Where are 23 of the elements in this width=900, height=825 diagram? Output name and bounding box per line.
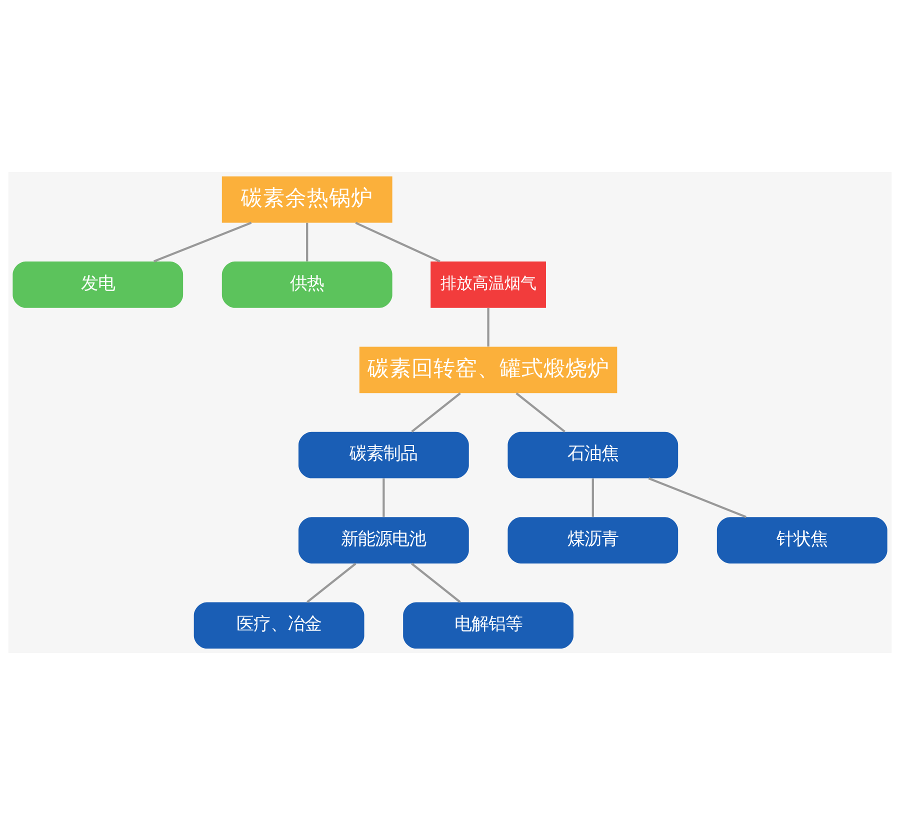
connector xyxy=(592,478,594,517)
connector xyxy=(411,562,461,603)
connector xyxy=(355,222,440,262)
node-box: 医疗、冶金 xyxy=(194,602,364,649)
node-box: 碳素余热锅炉 xyxy=(222,176,392,223)
connector xyxy=(306,562,356,603)
node-box: 发电 xyxy=(12,262,184,308)
connector xyxy=(153,222,252,262)
node-box: 电解铝等 xyxy=(403,602,574,649)
connector xyxy=(382,478,385,517)
node-box: 煤沥青 xyxy=(508,517,678,564)
connector xyxy=(648,477,747,518)
node-box: 排放高温烟气 xyxy=(430,262,546,308)
connector xyxy=(411,392,461,433)
node-box: 针状焦 xyxy=(716,517,888,564)
node-box: 新能源电池 xyxy=(298,517,469,564)
node-box: 碳素回转窑、罐式煅烧炉 xyxy=(359,346,618,394)
connector xyxy=(487,308,490,346)
node-box: 石油焦 xyxy=(508,432,678,478)
connector xyxy=(516,392,566,433)
connector xyxy=(306,222,308,262)
node-box: 碳素制品 xyxy=(298,432,469,478)
node-box: 供热 xyxy=(222,262,392,308)
